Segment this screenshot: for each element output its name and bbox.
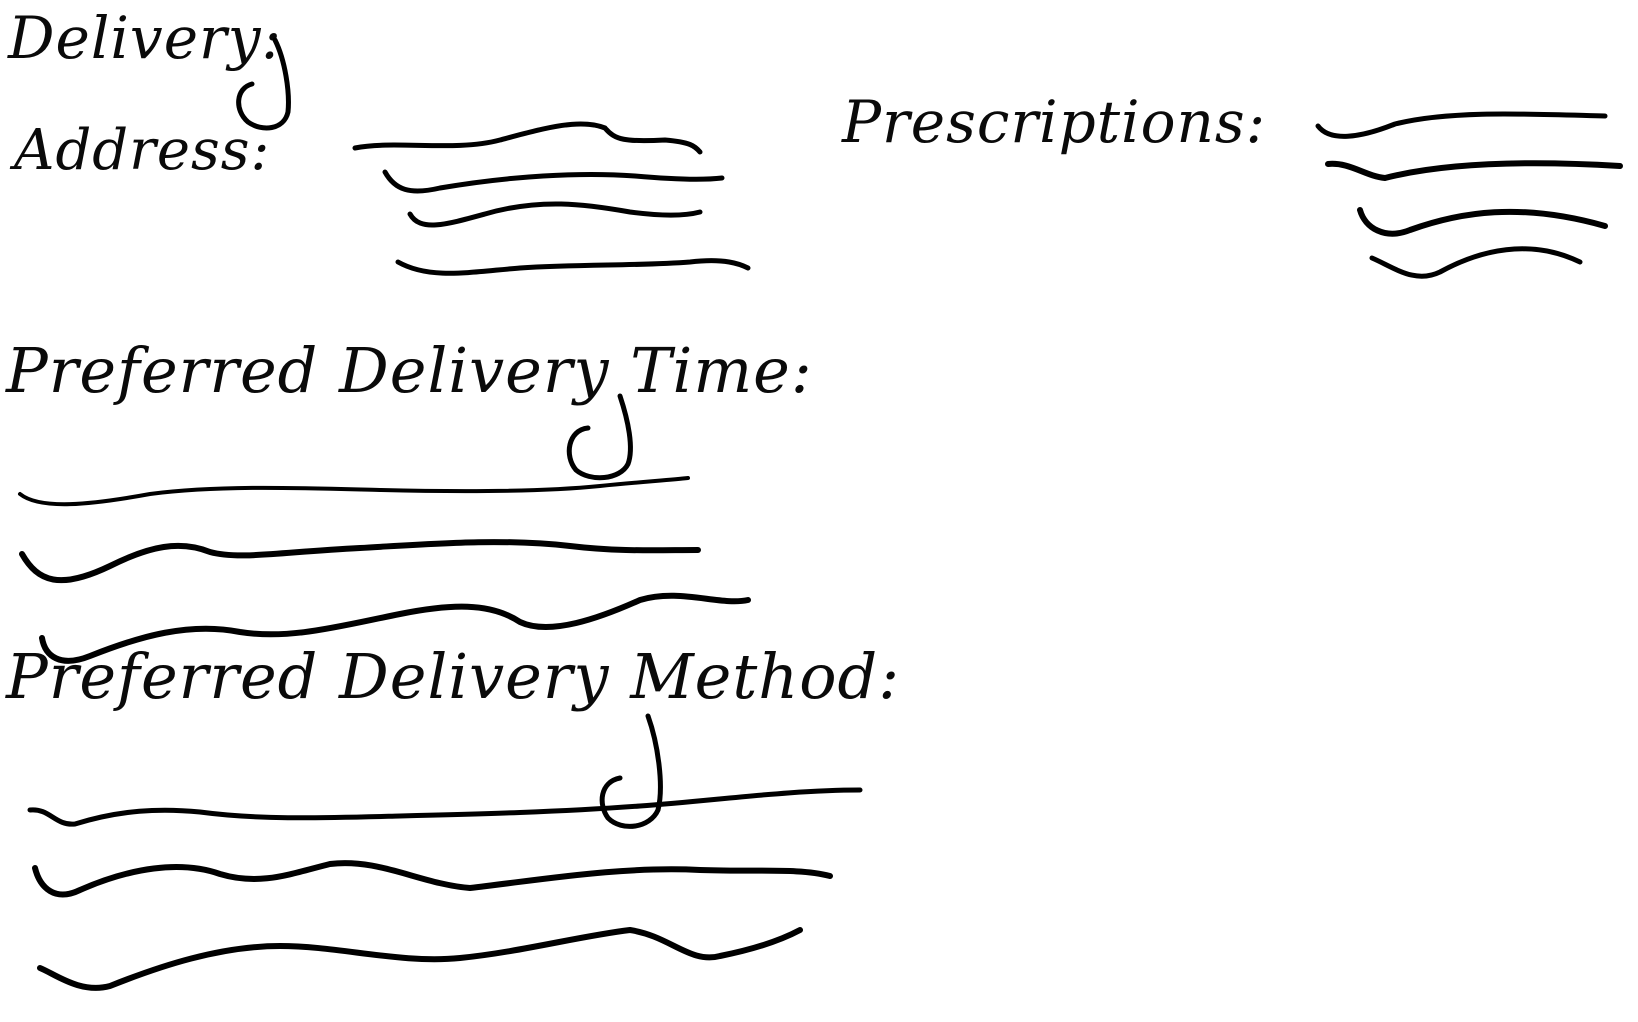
method-y-loop (599, 713, 663, 829)
address-line-4 (395, 258, 751, 276)
address-line-1 (352, 121, 703, 155)
time-scribbles (18, 476, 751, 664)
prescriptions-label: Prescriptions: (842, 88, 1267, 156)
address-line-2 (382, 169, 725, 194)
delivery-title: Delivery: (8, 4, 283, 72)
title-y-loop (236, 37, 291, 131)
time-line-1 (18, 476, 690, 507)
time-line-2 (19, 539, 701, 584)
prescriptions-line-2 (1325, 160, 1623, 181)
prescriptions-line-3 (1357, 207, 1608, 237)
address-label: Address: (14, 118, 271, 183)
method-line-2 (32, 860, 833, 898)
method-scribbles (27, 787, 863, 991)
prescriptions-line-4 (1369, 246, 1583, 279)
address-scribbles (352, 121, 751, 276)
prescriptions-scribbles (1315, 111, 1623, 279)
prescriptions-line-1 (1315, 111, 1608, 139)
preferred-time-label: Preferred Delivery Time: (6, 334, 813, 407)
preferred-method-label: Preferred Delivery Method: (6, 640, 901, 713)
time-y-loop (566, 393, 633, 481)
handwriting-flourishes (236, 37, 663, 829)
method-line-3 (37, 927, 803, 991)
method-line-1 (27, 787, 863, 827)
address-line-3 (407, 201, 703, 228)
time-line-3 (39, 592, 751, 664)
